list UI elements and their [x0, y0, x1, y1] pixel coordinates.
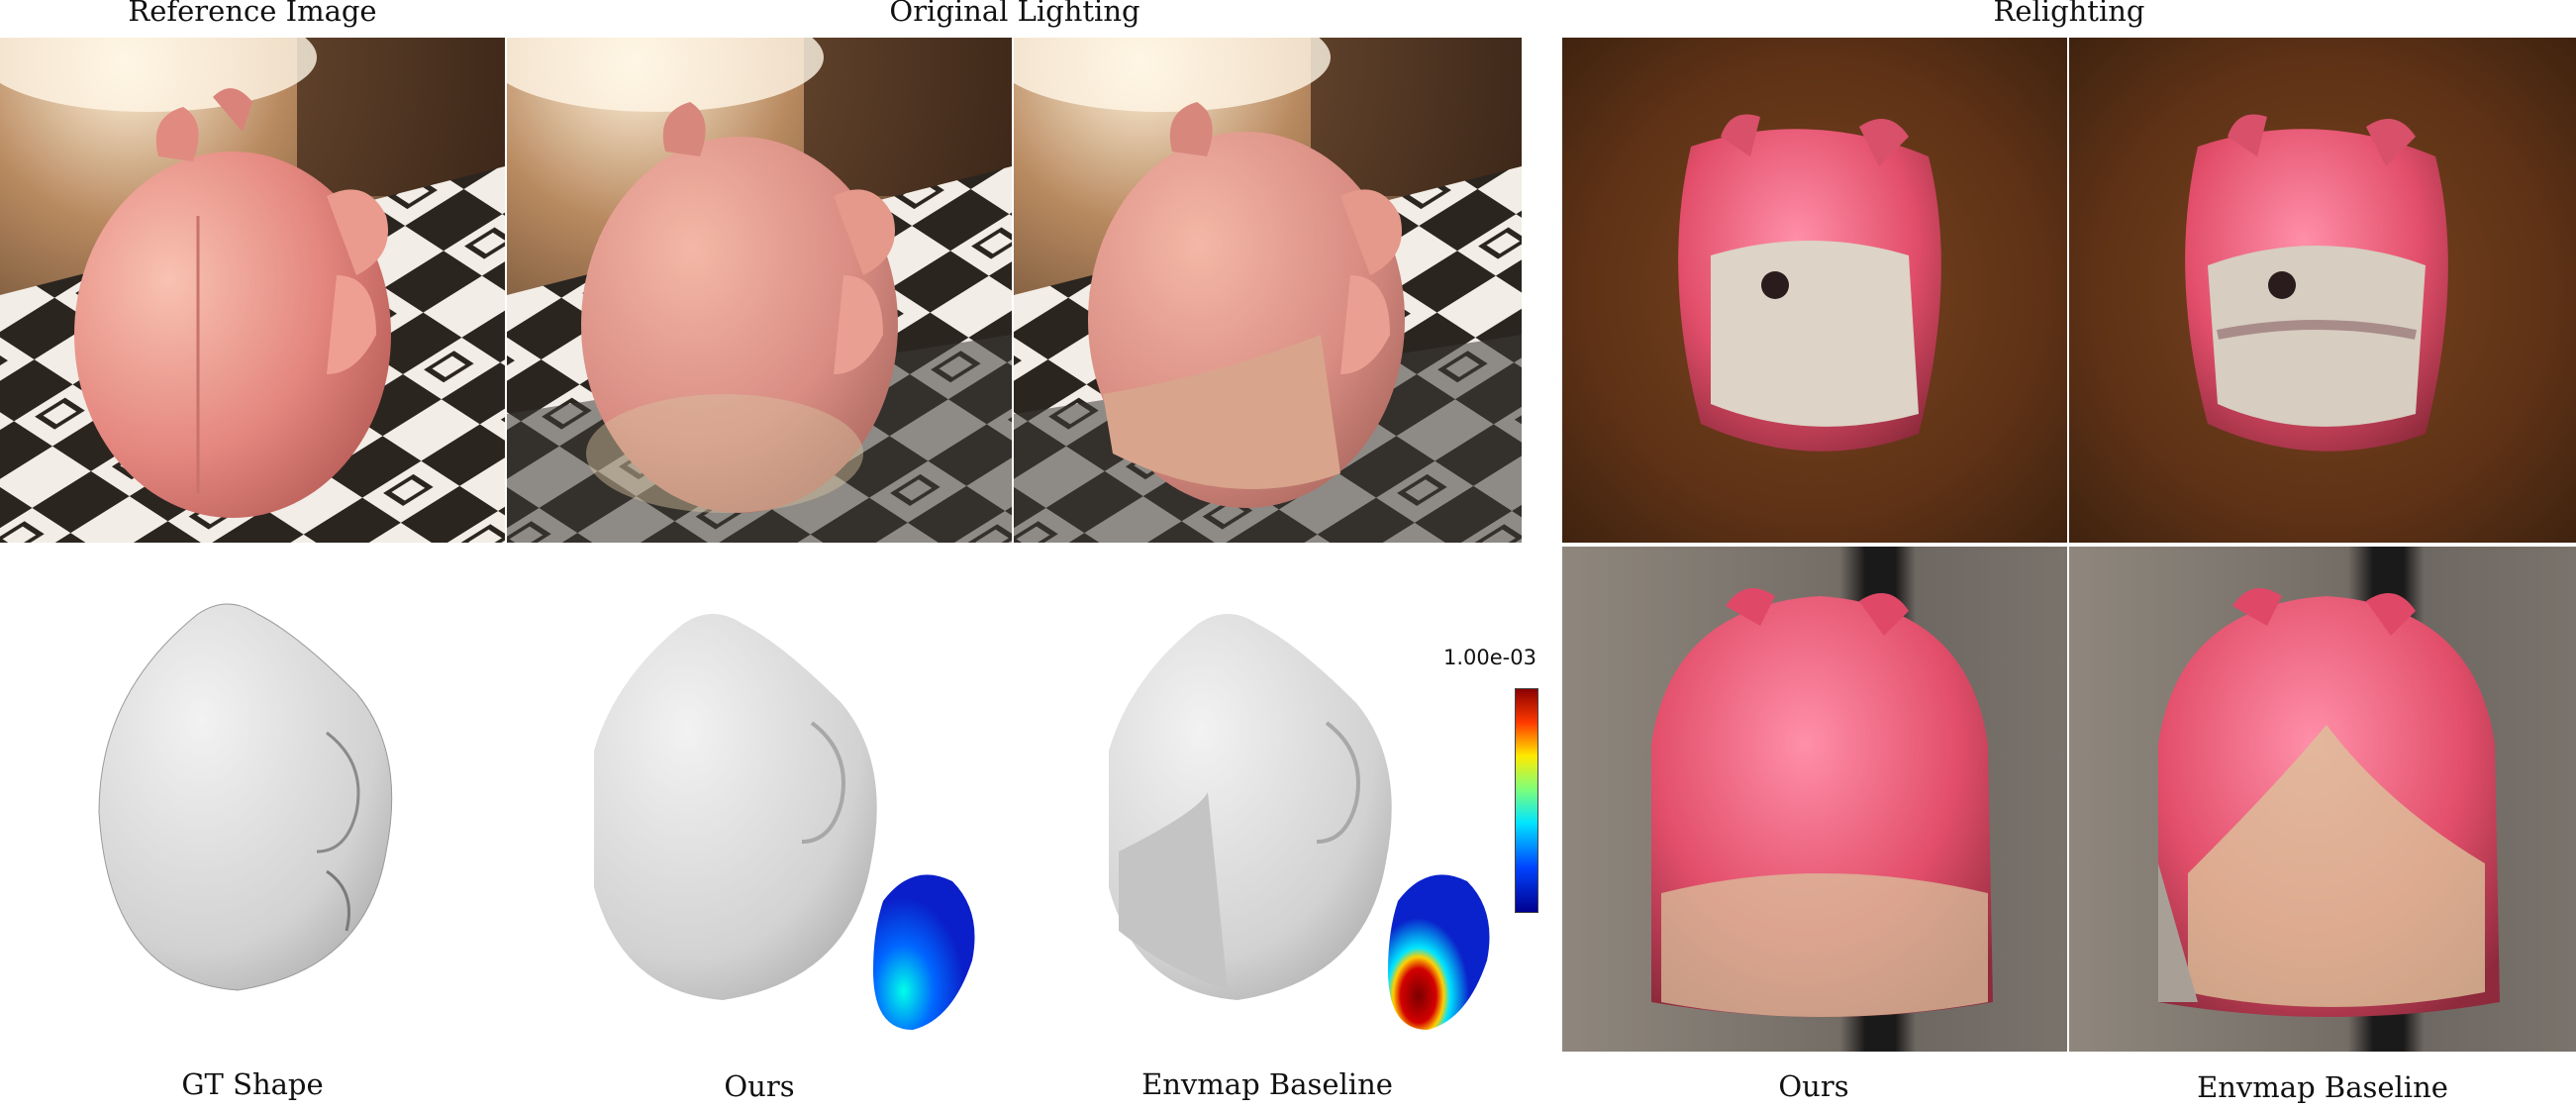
header-reference-image: Reference Image — [128, 0, 377, 28]
envmap-render — [1014, 38, 1522, 543]
label-gt-shape: GT Shape — [181, 1067, 324, 1101]
reference-image — [0, 38, 505, 543]
colorbar-max-label: 1.00e-03 — [1443, 646, 1536, 669]
reference-photo — [0, 38, 505, 543]
label-envmap-baseline: Envmap Baseline — [1141, 1067, 1393, 1101]
relight-row1-envmap — [2069, 38, 2576, 543]
colorbar — [1515, 688, 1538, 913]
relight-1-ours-render — [1562, 38, 2067, 543]
envmap-shape-mesh — [1109, 604, 1544, 1079]
label-relight-envmap-baseline: Envmap Baseline — [2197, 1070, 2448, 1104]
ours-render — [507, 38, 1012, 543]
envmap-mesh-render — [1109, 614, 1490, 1030]
label-relight-ours: Ours — [1778, 1069, 1849, 1103]
relight-row1-ours — [1562, 38, 2067, 543]
colorbar-gradient — [1516, 689, 1537, 912]
relight-row2-envmap — [2069, 547, 2576, 1052]
relight-1-envmap-render — [2069, 38, 2576, 543]
header-relighting: Relighting — [1993, 0, 2145, 28]
original-lighting-ours — [507, 38, 1012, 543]
ours-shape-mesh — [594, 604, 1030, 1079]
relight-row2-ours — [1562, 547, 2067, 1052]
gt-mesh-render — [98, 603, 393, 991]
label-ours: Ours — [724, 1069, 795, 1103]
header-original-lighting: Original Lighting — [889, 0, 1140, 28]
relight-2-envmap-render — [2069, 547, 2576, 1052]
original-lighting-envmap — [1014, 38, 1522, 543]
gt-shape-mesh — [79, 594, 436, 1020]
relight-2-ours-render — [1562, 547, 2067, 1052]
ours-mesh-render — [594, 614, 975, 1030]
